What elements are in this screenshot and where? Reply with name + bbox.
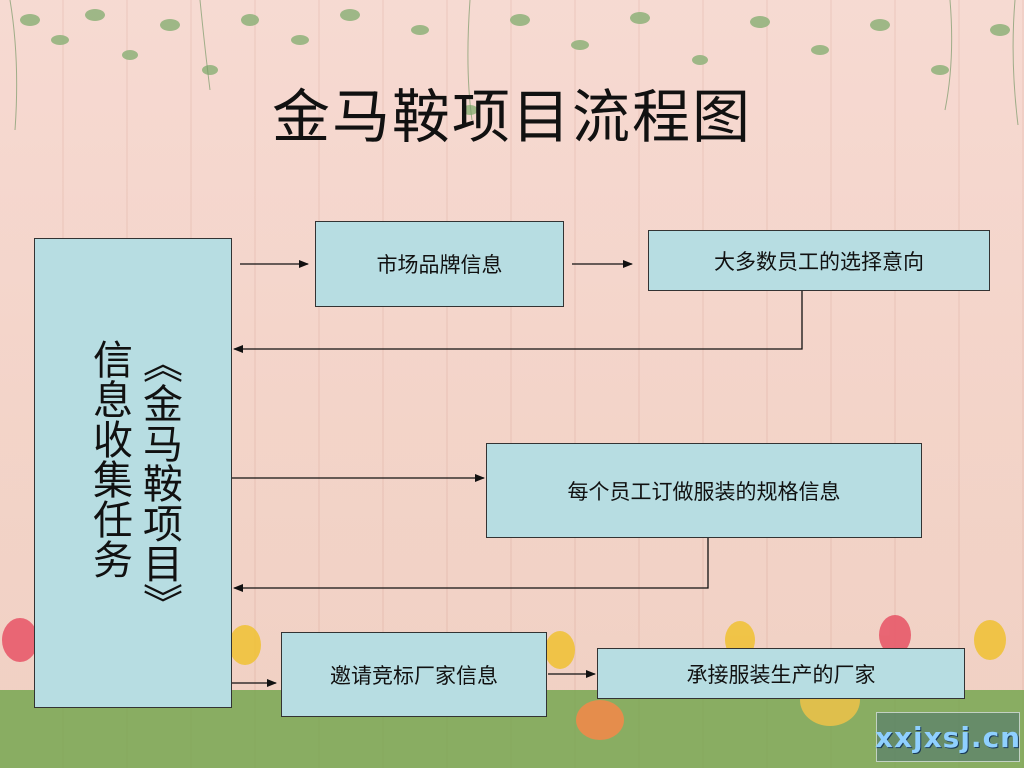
- node-market-brand: 市场品牌信息: [315, 221, 564, 307]
- arrow-choice-back: [233, 290, 803, 353]
- vine-decoration: [9, 0, 1019, 131]
- node-employee-choice: 大多数员工的选择意向: [648, 230, 990, 291]
- flowers-decoration: [0, 615, 1024, 768]
- watermark-logo: xxjxsj.cn: [875, 712, 1020, 762]
- page-title: 金马鞍项目流程图: [271, 83, 752, 151]
- node-garment-spec: 每个员工订做服装的规格信息: [486, 443, 922, 538]
- info-collection-task-box: 《金马鞍项目》 信息收集任务: [34, 238, 232, 708]
- arrow-spec-back: [233, 538, 709, 592]
- node-bidding: 邀请竞标厂家信息: [281, 632, 547, 717]
- node-manufacturer: 承接服装生产的厂家: [597, 648, 965, 699]
- project-name-label: 《金马鞍项目》: [136, 343, 182, 623]
- task-label: 信息收集任务: [86, 339, 132, 579]
